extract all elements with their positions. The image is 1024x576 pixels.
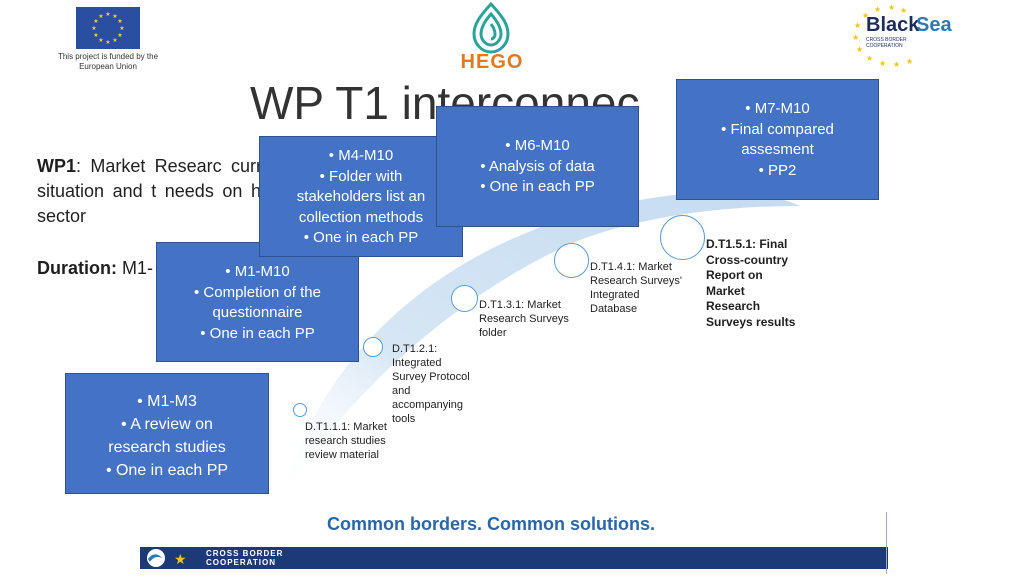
svg-text:★: ★ <box>91 25 96 32</box>
svg-text:★: ★ <box>854 21 861 30</box>
svg-text:★: ★ <box>93 32 98 39</box>
deliverable-label-4: D.T1.4.1: Market Research Surveys' Integ… <box>590 261 682 315</box>
svg-text:★: ★ <box>866 54 873 63</box>
svg-text:★: ★ <box>112 13 117 20</box>
wp1-description: WP1: Market Researc current situation an… <box>37 154 287 229</box>
box-item: • One in each PP <box>200 324 315 342</box>
box-item: • M6-M10 <box>505 137 570 154</box>
box-item: • Folder with <box>319 167 403 185</box>
box-item: questionnaire <box>212 304 303 321</box>
svg-text:★: ★ <box>112 37 117 44</box>
box-item: stakeholders list an <box>296 188 426 205</box>
deliverable-marker-2 <box>363 337 383 357</box>
milestone-box-m4-m10: • M4-M10 • Folder with stakeholders list… <box>259 136 463 257</box>
wave-icon: ★ <box>144 547 200 569</box>
box-item: collection methods <box>298 208 424 226</box>
box-item: • Final compared <box>721 120 834 138</box>
wp1-text: : Market Researc current situation and t… <box>37 156 287 226</box>
deliverable-label-2: D.T1.2.1: Integrated Survey Protocol and… <box>392 343 470 425</box>
svg-text:★: ★ <box>874 5 881 14</box>
footer-slogan: Common borders. Common solutions. <box>327 514 656 534</box>
box-item: research studies <box>108 439 226 456</box>
box-item: • Completion of the <box>194 283 321 301</box>
svg-text:★: ★ <box>888 4 895 12</box>
box-item: • One in each PP <box>105 462 229 479</box>
box-item: • M1-M3 <box>137 393 197 410</box>
milestone-box-m7-m10: • M7-M10 • Final compared assesment • PP… <box>676 79 879 200</box>
deliverable-label-1: D.T1.1.1: Market research studies review… <box>305 421 387 461</box>
box-item: • M7-M10 <box>745 100 810 117</box>
deliverable-marker-4 <box>554 243 589 278</box>
svg-text:★: ★ <box>119 25 124 32</box>
box-item: assesment <box>741 141 814 158</box>
footer-band <box>140 547 888 569</box>
svg-text:★: ★ <box>900 6 907 15</box>
milestone-box-m1-m3: • M1-M3 • A review on research studies •… <box>65 373 269 494</box>
blacksea-word-black: Black <box>866 14 920 36</box>
footer-divider <box>886 512 887 574</box>
svg-text:★: ★ <box>879 59 886 68</box>
box-item: • One in each PP <box>303 229 419 246</box>
svg-text:★: ★ <box>105 39 110 46</box>
milestone-box-m6-m10: • M6-M10 • Analysis of data • One in eac… <box>436 106 639 227</box>
svg-text:★: ★ <box>117 32 122 39</box>
deliverable-label-5: D.T1.5.1: Final Cross-country Report on … <box>706 237 796 329</box>
wp1-label: WP1 <box>37 156 77 176</box>
box-item: • PP2 <box>758 161 797 179</box>
svg-text:★: ★ <box>93 18 98 25</box>
svg-text:★: ★ <box>174 552 187 568</box>
svg-text:★: ★ <box>98 13 103 20</box>
box-item: • M1-M10 <box>225 263 290 280</box>
eu-flag-icon: ★★★ ★★★ ★★★ ★★★ <box>76 7 140 49</box>
svg-text:★: ★ <box>98 37 103 44</box>
svg-text:★: ★ <box>105 11 110 18</box>
duration-line: Duration: M1- <box>37 258 153 279</box>
blacksea-stars-icon: ★★★ ★★★ ★★★ ★★ <box>848 3 948 70</box>
svg-text:★: ★ <box>893 60 900 69</box>
duration-label: Duration: <box>37 258 117 278</box>
blacksea-subtitle: CROSS BORDER COOPERATION <box>866 37 907 49</box>
blacksea-word-sea: Sea <box>916 14 952 36</box>
box-item: • A review on <box>121 416 213 433</box>
hego-logo-text: HEGO <box>460 51 524 73</box>
box-item: • M4-M10 <box>328 147 394 164</box>
deliverable-marker-5 <box>660 215 705 260</box>
deliverable-marker-3 <box>451 285 478 312</box>
eu-caption: This project is funded by the European U… <box>57 52 159 71</box>
milestone-box-m1-m10: • M1-M10 • Completion of the questionnai… <box>156 242 359 362</box>
svg-text:★: ★ <box>117 18 122 25</box>
svg-text:★: ★ <box>862 11 869 20</box>
svg-text:★: ★ <box>852 33 859 42</box>
duration-value: M1- <box>117 258 153 278</box>
deliverable-marker-1 <box>293 403 307 417</box>
svg-text:★: ★ <box>906 57 913 66</box>
svg-text:★: ★ <box>856 45 863 54</box>
hego-leaf-icon <box>470 1 512 54</box>
deliverable-label-3: D.T1.3.1: Market Research Surveys folder <box>479 299 569 339</box>
box-item: • One in each PP <box>480 178 595 195</box>
footer-band-text: CROSS BORDER COOPERATION <box>206 549 284 567</box>
box-item: • Analysis of data <box>480 157 595 175</box>
